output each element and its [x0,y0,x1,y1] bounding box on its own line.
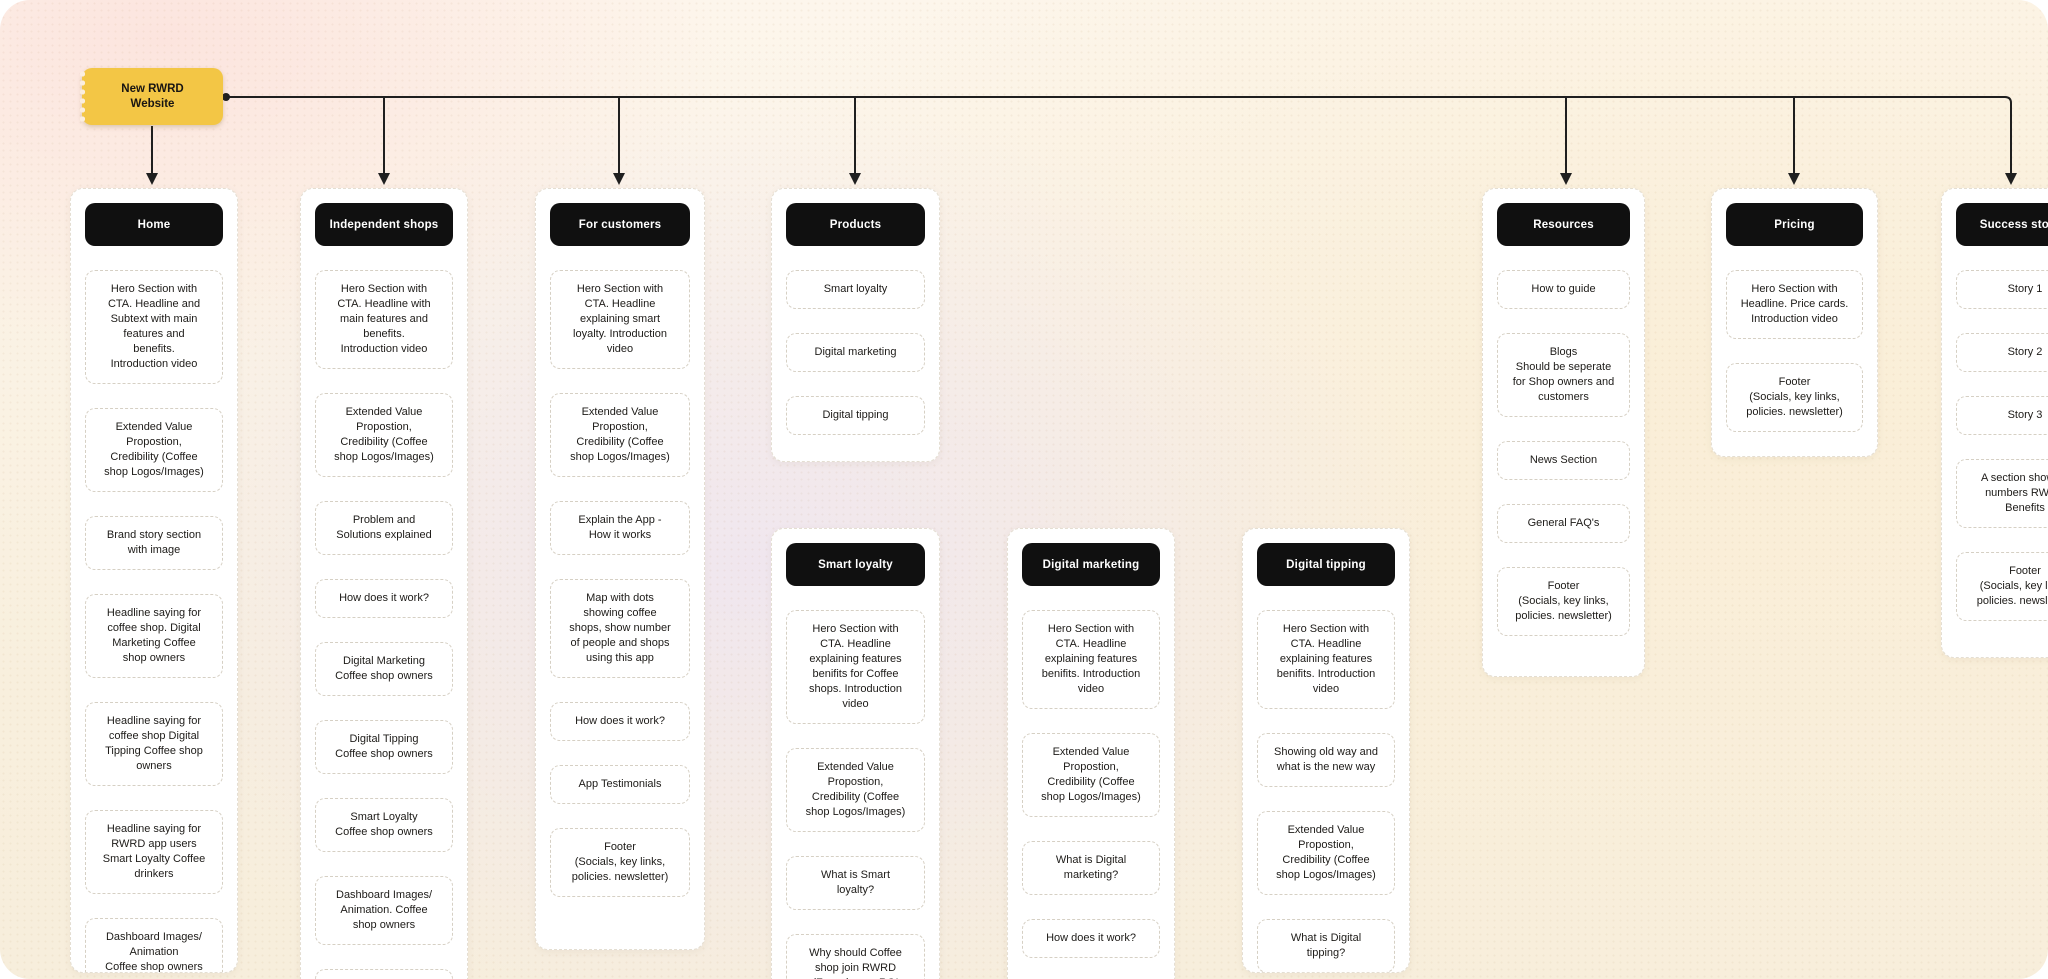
sitemap-card-home-1[interactable]: Hero Section with CTA. Headline and Subt… [85,270,223,384]
column-success-stories[interactable]: Success storiesStory 1 Story 2 Story 3 A se… [1941,188,2048,658]
column-header-smart-loyalty[interactable]: Smart loyalty [786,543,925,586]
sitemap-card-products-3[interactable]: Digital tipping [786,396,925,435]
sitemap-card-independent-shops-2[interactable]: Extended Value Propostion, Credibility (… [315,393,453,477]
sitemap-card-digital-tipping-3[interactable]: Extended Value Propostion, Credibility (… [1257,811,1395,895]
sitemap-card-success-stories-2[interactable]: Story 2 [1956,333,2048,372]
sitemap-card-resources-2[interactable]: Blogs Should be seperate for Shop owners… [1497,333,1630,417]
column-header-pricing[interactable]: Pricing [1726,203,1863,246]
sitemap-card-resources-4[interactable]: General FAQ's [1497,504,1630,543]
sitemap-card-success-stories-5[interactable]: Footer (Socials, key links, policies. ne… [1956,552,2048,621]
sitemap-card-pricing-2[interactable]: Footer (Socials, key links, policies. ne… [1726,363,1863,432]
root-node-new-rwrd-website[interactable]: New RWRD Website [80,68,223,125]
sitemap-card-independent-shops-7[interactable]: Smart Loyalty Coffee shop owners [315,798,453,852]
sitemap-card-pricing-1[interactable]: Hero Section with Headline. Price cards.… [1726,270,1863,339]
sitemap-card-independent-shops-4[interactable]: How does it work? [315,579,453,618]
arrowhead-down-icon [613,173,625,185]
sitemap-card-independent-shops-8[interactable]: Dashboard Images/ Animation. Coffee shop… [315,876,453,945]
arrowhead-down-icon [378,173,390,185]
arrowhead-down-icon [1788,173,1800,185]
arrowhead-down-icon [849,173,861,185]
sitemap-card-smart-loyalty-1[interactable]: Hero Section with CTA. Headline explaini… [786,610,925,724]
sitemap-card-success-stories-4[interactable]: A section showing numbers RWRD Benefits [1956,459,2048,528]
sitemap-card-resources-5[interactable]: Footer (Socials, key links, policies. ne… [1497,567,1630,636]
sitemap-card-for-customers-5[interactable]: How does it work? [550,702,690,741]
sitemap-card-home-7[interactable]: Dashboard Images/ Animation Coffee shop … [85,918,223,972]
sitemap-card-digital-marketing-2[interactable]: Extended Value Propostion, Credibility (… [1022,733,1160,817]
sitemap-card-products-1[interactable]: Smart loyalty [786,270,925,309]
sitemap-card-success-stories-1[interactable]: Story 1 [1956,270,2048,309]
sitemap-card-success-stories-3[interactable]: Story 3 [1956,396,2048,435]
connector-origin-dot [222,93,230,101]
sitemap-card-for-customers-4[interactable]: Map with dots showing coffee shops, show… [550,579,690,678]
sitemap-card-independent-shops-9[interactable] [315,969,453,979]
column-header-independent-shops[interactable]: Independent shops [315,203,453,246]
sitemap-card-digital-tipping-4[interactable]: What is Digital tipping? [1257,919,1395,972]
arrowhead-down-icon [146,173,158,185]
sitemap-card-digital-marketing-1[interactable]: Hero Section with CTA. Headline explaini… [1022,610,1160,709]
sitemap-card-digital-marketing-3[interactable]: What is Digital marketing? [1022,841,1160,895]
sitemap-card-for-customers-1[interactable]: Hero Section with CTA. Headline explaini… [550,270,690,369]
sitemap-card-home-4[interactable]: Headline saying for coffee shop. Digital… [85,594,223,678]
sitemap-card-home-3[interactable]: Brand story section with image [85,516,223,570]
sitemap-card-for-customers-6[interactable]: App Testimonials [550,765,690,804]
sitemap-card-for-customers-3[interactable]: Explain the App - How it works [550,501,690,555]
sitemap-card-products-2[interactable]: Digital marketing [786,333,925,372]
sitemap-card-independent-shops-5[interactable]: Digital Marketing Coffee shop owners [315,642,453,696]
sitemap-card-independent-shops-6[interactable]: Digital Tipping Coffee shop owners [315,720,453,774]
column-header-home[interactable]: Home [85,203,223,246]
sitemap-card-digital-marketing-4[interactable]: How does it work? [1022,919,1160,958]
sitemap-card-for-customers-7[interactable]: Footer (Socials, key links, policies. ne… [550,828,690,897]
sitemap-card-resources-1[interactable]: How to guide [1497,270,1630,309]
sitemap-card-smart-loyalty-2[interactable]: Extended Value Propostion, Credibility (… [786,748,925,832]
column-header-digital-marketing[interactable]: Digital marketing [1022,543,1160,586]
column-header-digital-tipping[interactable]: Digital tipping [1257,543,1395,586]
sitemap-card-resources-3[interactable]: News Section [1497,441,1630,480]
sitemap-card-digital-tipping-2[interactable]: Showing old way and what is the new way [1257,733,1395,787]
sitemap-card-independent-shops-3[interactable]: Problem and Solutions explained [315,501,453,555]
connector-trunk [225,96,2012,173]
column-header-products[interactable]: Products [786,203,925,246]
column-header-resources[interactable]: Resources [1497,203,1630,246]
column-header-success-stories[interactable]: Success stories [1956,203,2048,246]
sitemap-card-smart-loyalty-4[interactable]: Why should Coffee shop join RWRD (Focusi… [786,934,925,979]
sitemap-card-independent-shops-1[interactable]: Hero Section with CTA. Headline with mai… [315,270,453,369]
arrowhead-down-icon [1560,173,1572,185]
column-header-for-customers[interactable]: For customers [550,203,690,246]
sitemap-card-for-customers-2[interactable]: Extended Value Propostion, Credibility (… [550,393,690,477]
arrowhead-down-icon [2005,173,2017,185]
sitemap-card-home-5[interactable]: Headline saying for coffee shop Digital … [85,702,223,786]
sitemap-card-home-6[interactable]: Headline saying for RWRD app users Smart… [85,810,223,894]
sitemap-card-smart-loyalty-3[interactable]: What is Smart loyalty? [786,856,925,910]
sitemap-card-digital-tipping-1[interactable]: Hero Section with CTA. Headline explaini… [1257,610,1395,709]
sitemap-card-home-2[interactable]: Extended Value Propostion, Credibility (… [85,408,223,492]
